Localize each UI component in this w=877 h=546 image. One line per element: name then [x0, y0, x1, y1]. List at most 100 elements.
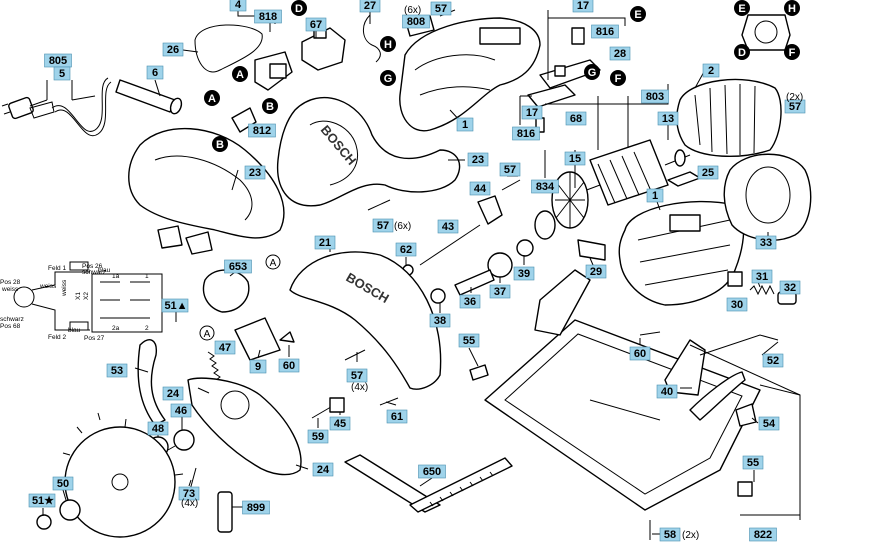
part-label-box	[512, 126, 540, 141]
part-label-text: 39	[518, 268, 530, 280]
wire-label-schwarz1: schwarz	[0, 316, 24, 323]
part-label-text: 24	[317, 464, 330, 476]
part-label-52: 52	[762, 353, 784, 368]
part-label-box	[242, 500, 270, 515]
connection-marker-letter: B	[266, 101, 274, 113]
handle-shell-right: BOSCH	[276, 96, 461, 207]
part-label-box	[359, 0, 381, 13]
part-label-box	[429, 313, 451, 328]
part-label-812: 812	[248, 123, 276, 138]
part-label-51: 51▲	[161, 298, 189, 313]
wire-label-x2: X2	[83, 292, 90, 300]
part-label-text: 44	[474, 183, 487, 195]
clip-part	[231, 107, 257, 133]
part-label-box	[609, 46, 631, 61]
part-label-box	[244, 165, 266, 180]
part-label-25: 25	[697, 165, 719, 180]
part-label-51: 51★	[28, 493, 56, 508]
part-label-text: 38	[434, 315, 446, 327]
part-label-4: 4	[229, 0, 247, 12]
part-label-55: 55	[458, 333, 480, 348]
part-label-36: 36	[459, 294, 481, 309]
part-label-text: 803	[646, 91, 664, 103]
part-label-33: 33	[755, 235, 777, 250]
part-label-box	[162, 386, 184, 401]
part-label-box	[214, 340, 236, 355]
connection-marker-g	[584, 64, 600, 80]
part-label-box	[395, 242, 417, 257]
part-label-box	[146, 65, 164, 80]
clamp-55b	[737, 481, 753, 497]
part-label-box	[178, 486, 200, 501]
connection-marker-e	[630, 6, 646, 22]
part-label-text: 24	[167, 388, 180, 400]
connection-marker-a	[232, 66, 248, 82]
part-label-box	[458, 333, 480, 348]
adjustment-knob	[741, 14, 791, 51]
wire-label-x1: X1	[75, 292, 82, 300]
switch-assembly	[254, 51, 293, 91]
part-label-text: 68	[570, 113, 582, 125]
power-cord-plug	[1, 77, 112, 137]
part-label-803: 803	[641, 89, 669, 104]
part-label-box	[248, 123, 276, 138]
part-label-box	[418, 464, 446, 479]
part-label-text: 52	[767, 355, 779, 367]
part-label-box	[629, 346, 651, 361]
part-label-29: 29	[585, 264, 607, 279]
bearing-flange	[477, 195, 503, 225]
part-label-21: 21	[314, 235, 336, 250]
wire-label-1: 1	[145, 273, 149, 280]
note-2x-top: (2x)	[786, 92, 803, 103]
part-label-24: 24	[312, 462, 334, 477]
part-label-box	[572, 0, 594, 13]
part-label-68: 68	[565, 111, 587, 126]
part-label-box	[513, 266, 535, 281]
part-label-818: 818	[254, 9, 282, 24]
screw-55a	[469, 364, 489, 381]
part-label-box	[657, 111, 679, 126]
part-label-60: 60	[278, 358, 300, 373]
blade-bolt	[36, 514, 52, 530]
wire-label-feld2: Feld 2	[48, 334, 66, 341]
part-label-59: 59	[307, 429, 329, 444]
screw-60	[279, 331, 295, 343]
cover-plate	[234, 317, 281, 361]
part-label-text: 60	[283, 360, 295, 372]
part-label-box	[161, 298, 189, 313]
cable-loop	[194, 24, 263, 73]
part-label-box	[659, 527, 681, 542]
screw-60b	[639, 331, 661, 336]
part-label-box	[28, 493, 56, 508]
switch-parts-top	[539, 27, 601, 89]
part-label-box	[106, 363, 128, 378]
part-label-text: 5	[59, 68, 65, 80]
part-label-text: 2	[708, 65, 714, 77]
part-label-box	[229, 0, 247, 12]
part-label-54: 54	[758, 416, 780, 431]
guide-piece	[735, 403, 757, 427]
part-label-box	[224, 259, 252, 274]
part-label-text: 59	[312, 431, 324, 443]
note-4x-57: (4x)	[351, 382, 368, 393]
gear-housing	[618, 200, 745, 306]
part-label-text: 818	[259, 11, 277, 23]
wire-label-schwarz2: schwarz	[82, 269, 106, 276]
part-label-text: 23	[472, 154, 484, 166]
part-label-text: 67	[310, 19, 322, 31]
part-label-box	[641, 89, 669, 104]
part-label-box	[314, 235, 336, 250]
connection-marker-d	[734, 44, 750, 60]
part-label-text: 834	[536, 181, 555, 193]
part-label-box	[402, 14, 430, 29]
screw-73	[189, 467, 197, 491]
lower-blade-guard	[187, 377, 302, 476]
part-label-text: 55	[747, 457, 759, 469]
pinion-gear	[516, 239, 534, 257]
part-label-box	[456, 117, 474, 132]
part-label-61: 61	[386, 409, 408, 424]
part-label-text: 53	[111, 365, 123, 377]
part-label-9: 9	[249, 359, 267, 374]
part-label-17: 17	[521, 105, 543, 120]
part-label-box	[254, 9, 282, 24]
